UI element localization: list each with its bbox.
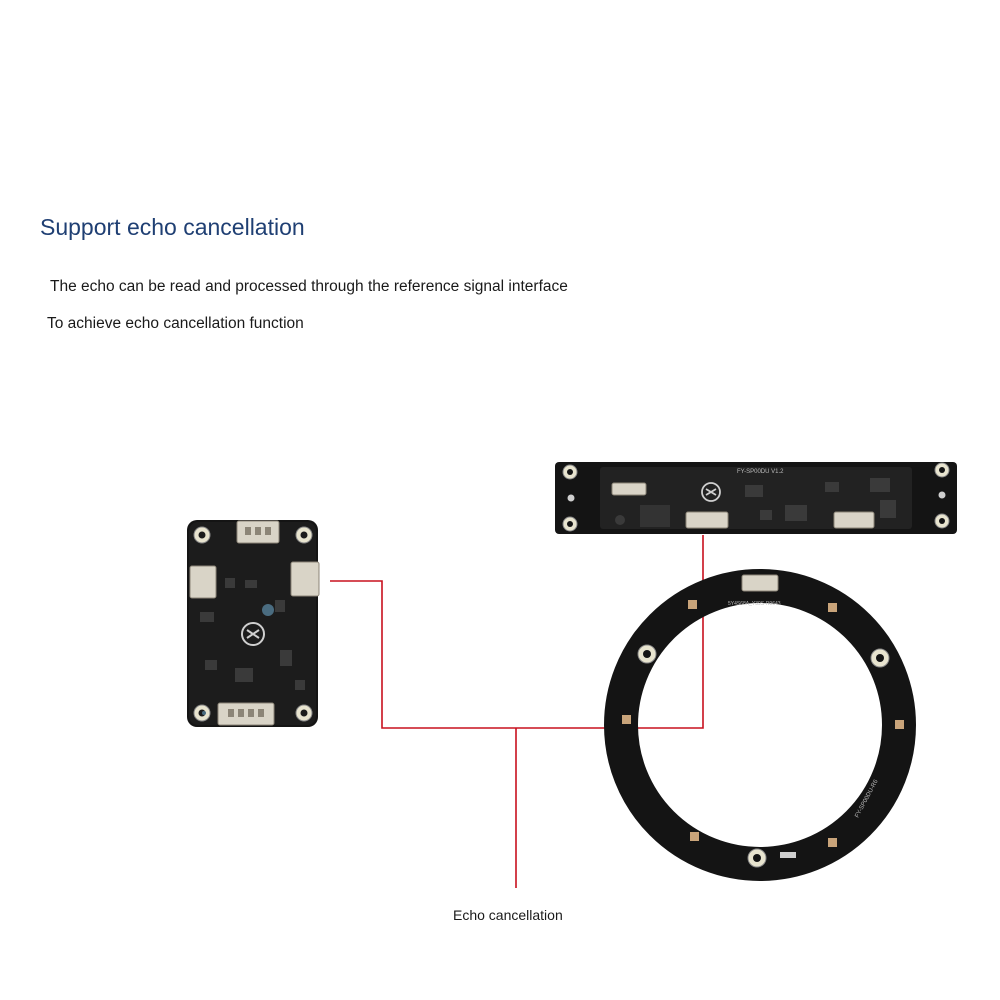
description-line-2: To achieve echo cancellation function: [47, 315, 304, 332]
description-line-1: The echo can be read and processed throu…: [50, 278, 568, 295]
linear-mic-board: FY-SP00DU V1.2: [555, 462, 957, 534]
small-board: [187, 520, 320, 727]
bar-board-silkscreen: FY-SP00DU V1.2: [737, 469, 784, 475]
connector-line-small-board: [330, 535, 704, 729]
ring-board-code: 5Y4S68A_Y39S-R9643: [728, 601, 781, 607]
connector-lines: [330, 535, 704, 888]
ring-mic-board: 5Y4S68A_Y39S-R9643 FY-SP00DU-R6: [604, 569, 916, 881]
section-heading: Support echo cancellation: [40, 214, 305, 240]
echo-cancellation-caption: Echo cancellation: [453, 907, 563, 923]
